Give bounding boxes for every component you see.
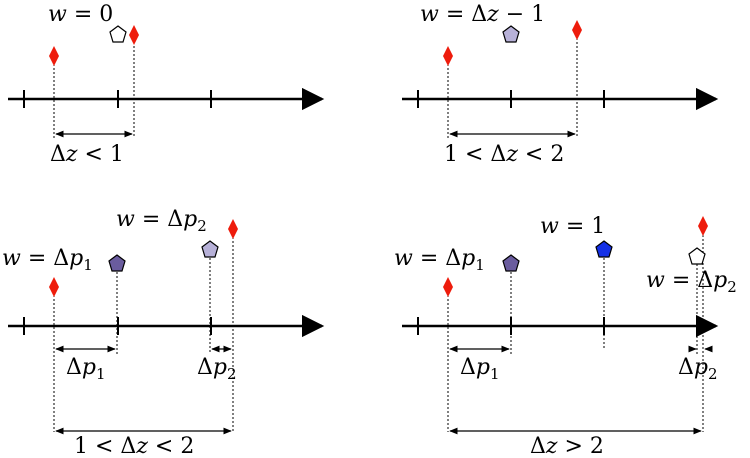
red-diamond-marker bbox=[129, 25, 139, 45]
panel-top-right: w = Δz − 1 1 < Δz < 2 bbox=[402, 2, 719, 167]
w-delta-p2-label: w = Δp2 bbox=[116, 207, 207, 235]
panel-bottom-left: w = Δp1 w = Δp2 Δp1 Δp2 1 < Δz < 2 bbox=[2, 207, 325, 458]
red-diamond-marker bbox=[443, 46, 453, 66]
w-delta-p1-label: w = Δp1 bbox=[394, 246, 485, 274]
purple-pentagon-marker bbox=[502, 254, 520, 272]
w-delta-p1-label: w = Δp1 bbox=[2, 246, 93, 274]
delta-z-label: Δz > 2 bbox=[530, 434, 604, 458]
purple-pentagon-marker bbox=[108, 254, 126, 272]
panel-top-left: w = 0 Δz < 1 bbox=[8, 2, 325, 167]
delta-p2-label: Δp2 bbox=[678, 355, 718, 383]
dotted-guides bbox=[447, 235, 704, 432]
delta-z-label: 1 < Δz < 2 bbox=[444, 142, 564, 167]
panel-bottom-right: w = Δp1 w = 1 w = Δp2 Δp1 Δp2 Δz > 2 bbox=[394, 214, 737, 458]
axis-ticks bbox=[23, 90, 305, 108]
delta-z-label: Δz < 1 bbox=[50, 142, 124, 167]
delta-z-label: 1 < Δz < 2 bbox=[74, 434, 194, 458]
red-diamond-marker bbox=[49, 277, 59, 297]
delta-p1-label: Δp1 bbox=[66, 355, 106, 383]
w-delta-p2-label: w = Δp2 bbox=[646, 268, 737, 296]
red-diamond-marker bbox=[49, 46, 59, 66]
red-diamond-marker bbox=[572, 20, 582, 40]
red-diamond-marker bbox=[443, 277, 453, 297]
w-label: w = 0 bbox=[48, 2, 113, 27]
w-label: w = Δz − 1 bbox=[420, 2, 545, 27]
delta-p1-label: Δp1 bbox=[460, 355, 500, 383]
axis-ticks bbox=[23, 317, 305, 335]
white-pentagon-marker bbox=[109, 25, 127, 43]
w-equals-one-label: w = 1 bbox=[540, 214, 605, 239]
lavender-pentagon-marker bbox=[201, 240, 219, 258]
axis-ticks bbox=[417, 90, 698, 108]
dotted-guides bbox=[53, 237, 234, 432]
delta-p2-label: Δp2 bbox=[197, 355, 237, 383]
purple-pentagon-marker bbox=[502, 25, 520, 43]
red-diamond-marker bbox=[228, 219, 238, 239]
dotted-guides bbox=[447, 38, 578, 138]
red-diamond-marker bbox=[698, 216, 708, 236]
dotted-guides bbox=[53, 42, 135, 138]
blue-pentagon-marker bbox=[595, 240, 613, 258]
white-pentagon-marker bbox=[688, 247, 706, 265]
